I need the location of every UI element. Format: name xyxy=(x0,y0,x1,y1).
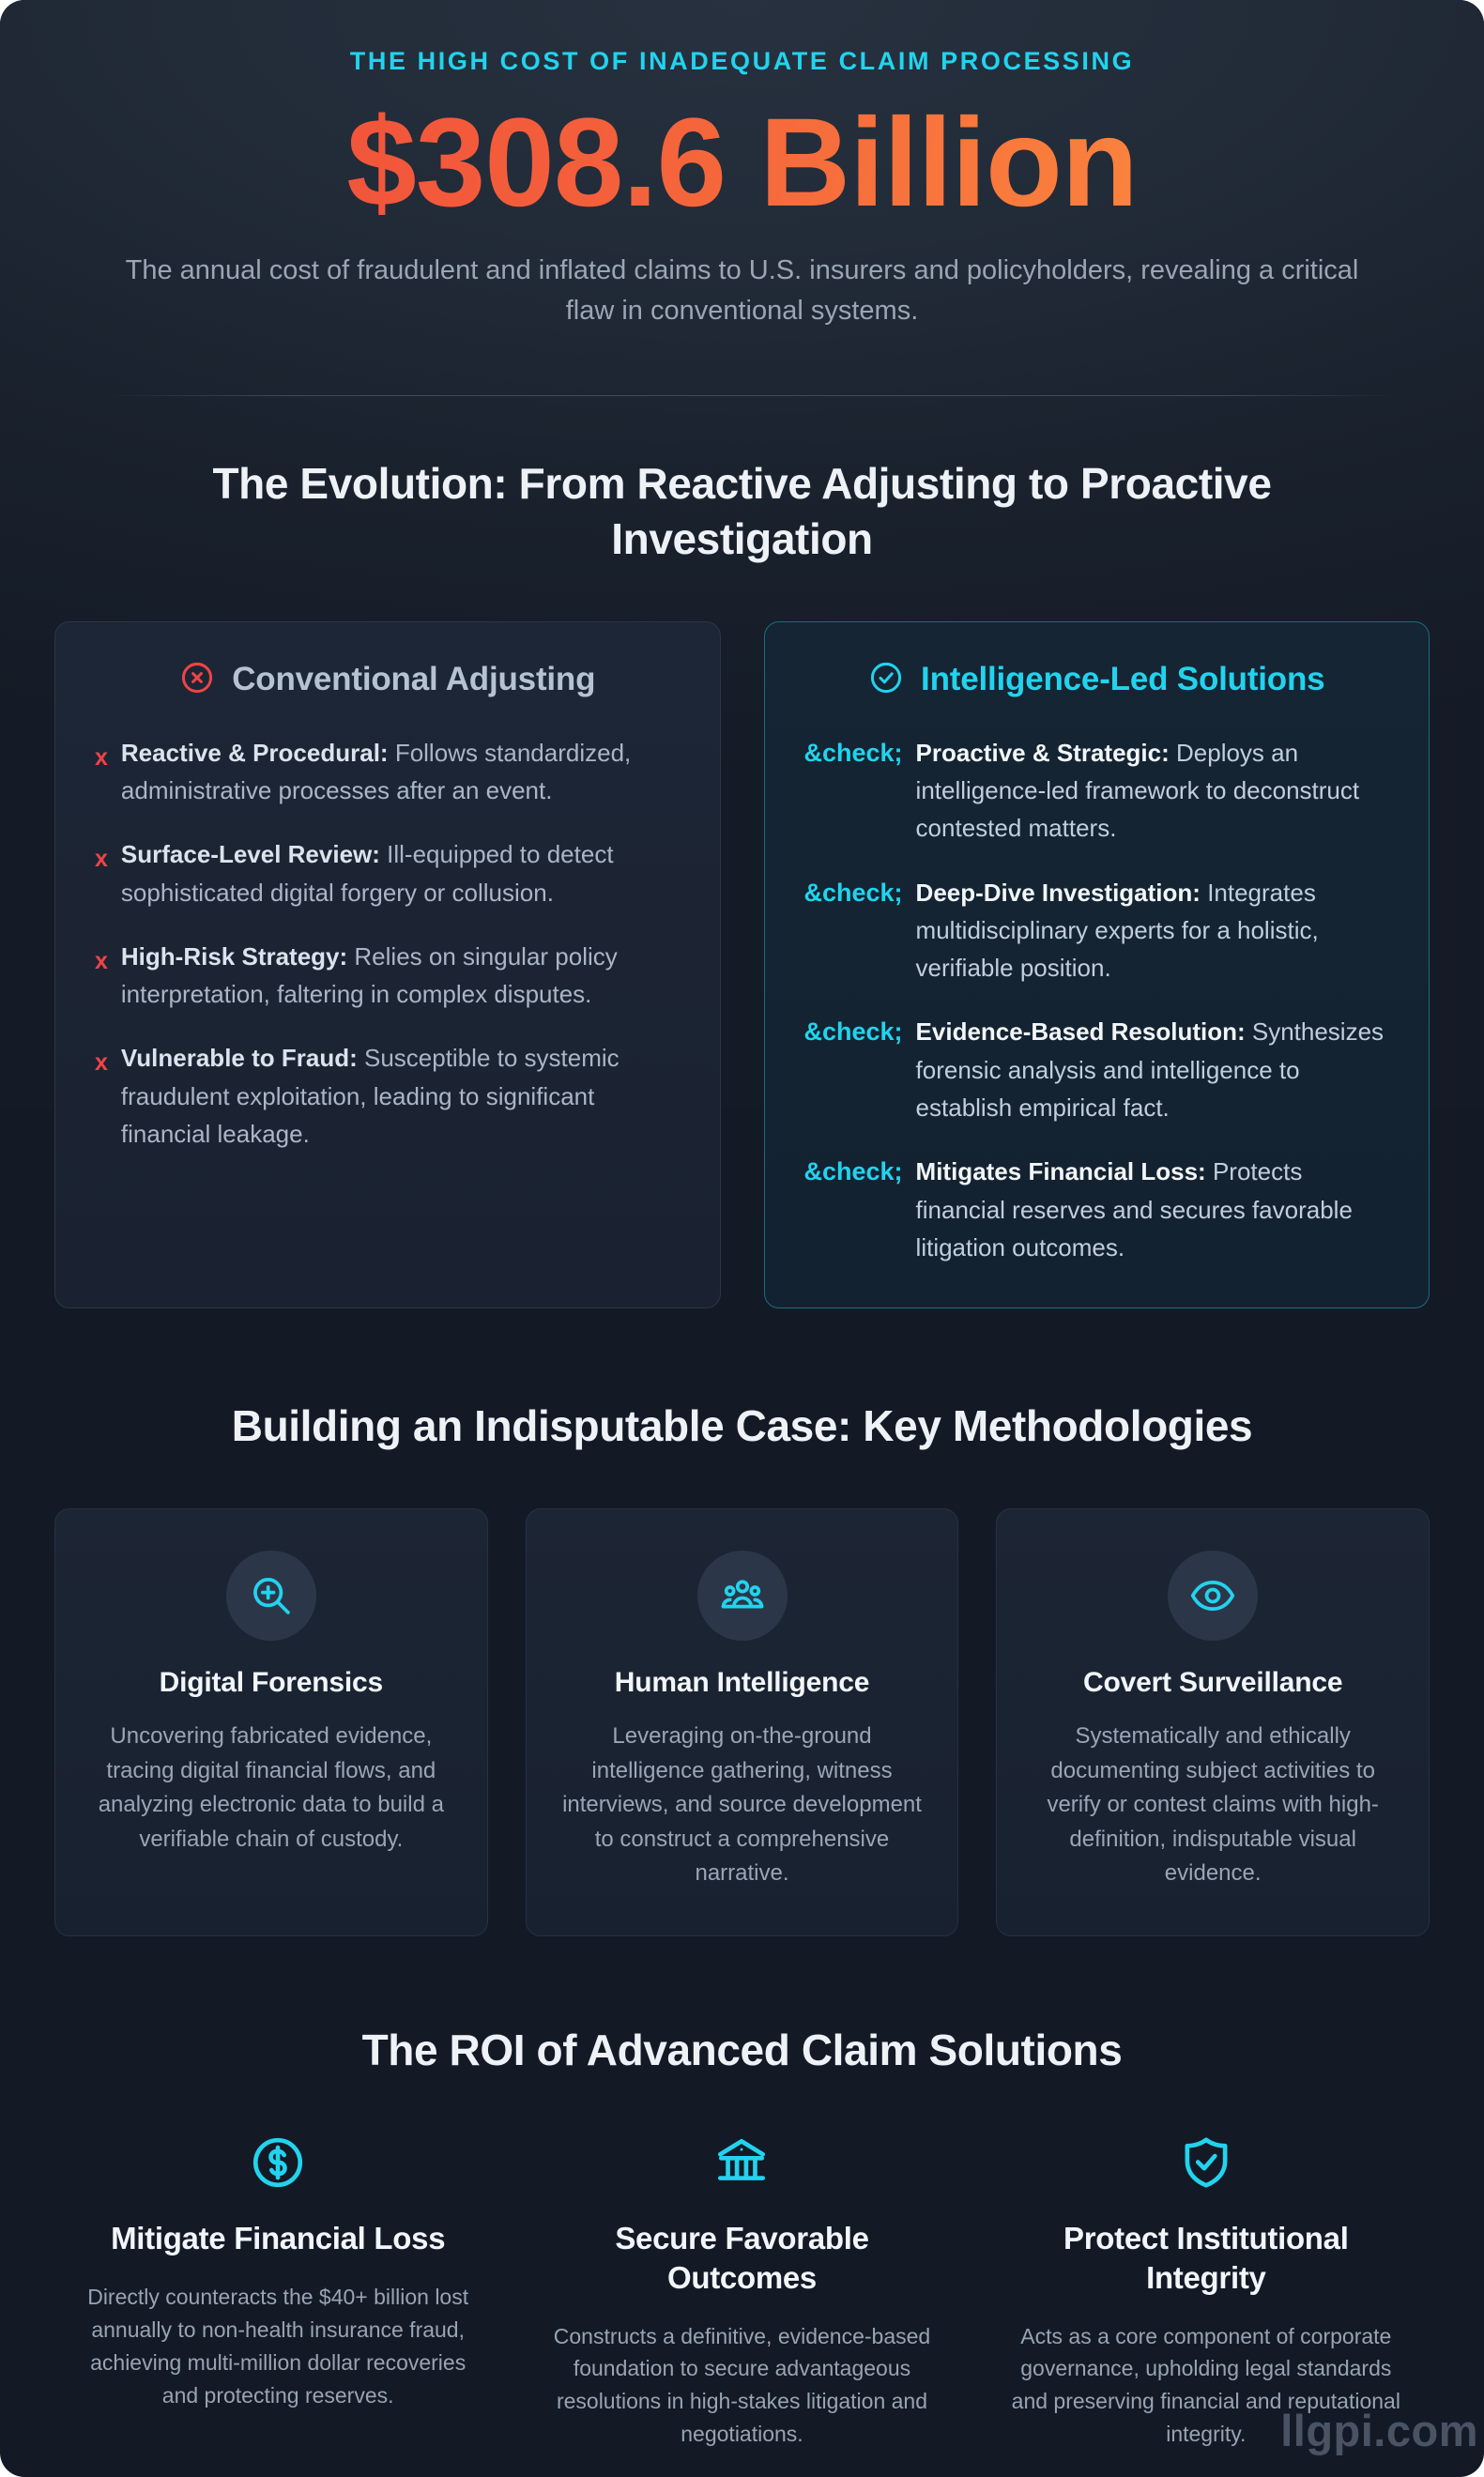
list-item: x Vulnerable to Fraud: Susceptible to sy… xyxy=(95,1039,681,1153)
people-group-icon xyxy=(696,1551,788,1642)
methodology-card-description: Leveraging on-the-ground intelligence ga… xyxy=(562,1723,922,1886)
evolution-section-title: The Evolution: From Reactive Adjusting t… xyxy=(212,458,1272,563)
methodology-card-title: Covert Surveillance xyxy=(1083,1667,1343,1699)
conventional-card-header: Conventional Adjusting xyxy=(95,660,681,700)
roi-item-description: Constructs a definitive, evidence-based … xyxy=(553,2323,931,2447)
list-item: x High-Risk Strategy: Relies on singular… xyxy=(95,938,681,1014)
methodology-card-title: Human Intelligence xyxy=(614,1667,870,1699)
list-item-detail: Follows standardized, administrative pro… xyxy=(120,738,632,804)
bank-columns-icon xyxy=(710,2131,773,2194)
methodology-card-description: Systematically and ethically documenting… xyxy=(1047,1723,1379,1886)
conventional-adjusting-card: Conventional Adjusting x Reactive & Proc… xyxy=(54,620,721,1309)
hero-divider xyxy=(103,394,1399,396)
list-item-detail: Deploys an intelligence-led framework to… xyxy=(915,738,1360,843)
list-item-detail: Relies on singular policy interpretation… xyxy=(120,941,618,1009)
methodology-card-digital-forensics: Digital Forensics Uncovering fabricated … xyxy=(54,1508,488,1937)
list-item: x Reactive & Procedural: Follows standar… xyxy=(95,734,681,810)
roi-item-title: Protect Institutional Integrity xyxy=(1063,2221,1349,2295)
list-item-detail: Protects financial reserves and secures … xyxy=(915,1157,1353,1261)
list-item-term: High-Risk Strategy: xyxy=(120,941,348,971)
check-circle-icon xyxy=(868,660,904,700)
conventional-card-title: Conventional Adjusting xyxy=(232,661,596,698)
list-item-term: Reactive & Procedural: xyxy=(120,738,389,767)
x-marker-icon: x xyxy=(95,947,108,974)
methodology-card-covert-surveillance: Covert Surveillance Systematically and e… xyxy=(996,1508,1430,1937)
check-marker-icon: &check; xyxy=(803,738,903,767)
check-marker-icon: &check; xyxy=(803,878,903,907)
list-item-term: Mitigates Financial Loss: xyxy=(915,1157,1206,1186)
x-marker-icon: x xyxy=(95,1049,108,1077)
methodology-card-title: Digital Forensics xyxy=(159,1667,384,1699)
hero-stat: $308.6 Billion xyxy=(103,97,1381,230)
roi-section-title: The ROI of Advanced Claim Solutions xyxy=(361,2026,1123,2075)
magnifier-crosshair-icon xyxy=(225,1551,316,1642)
comparison-row: Conventional Adjusting x Reactive & Proc… xyxy=(0,620,1484,1309)
x-circle-icon xyxy=(179,660,215,700)
dollar-circle-icon xyxy=(246,2131,310,2194)
intelligence-list: &check; Proactive & Strategic: Deploys a… xyxy=(804,734,1390,1267)
methodology-card-human-intelligence: Human Intelligence Leveraging on-the-gro… xyxy=(525,1508,959,1937)
list-item-term: Vulnerable to Fraud: xyxy=(120,1044,358,1073)
hero-eyebrow: THE HIGH COST OF INADEQUATE CLAIM PROCES… xyxy=(349,47,1135,75)
hero-subtitle: The annual cost of fraudulent and inflat… xyxy=(125,255,1359,327)
conventional-list: x Reactive & Procedural: Follows standar… xyxy=(95,734,681,1154)
list-item-detail: Ill-equipped to detect sophisticated dig… xyxy=(120,840,614,907)
roi-item-protect-institutional-integrity: Protect Institutional Integrity Acts as … xyxy=(983,2131,1430,2451)
check-marker-icon: &check; xyxy=(803,1017,903,1047)
list-item-term: Evidence-Based Resolution: xyxy=(915,1017,1246,1047)
list-item-detail: Synthesizes forensic analysis and intell… xyxy=(915,1017,1385,1123)
intelligence-card-title: Intelligence-Led Solutions xyxy=(921,661,1325,698)
list-item: &check; Proactive & Strategic: Deploys a… xyxy=(804,734,1390,848)
list-item-detail: Integrates multidisciplinary experts for… xyxy=(915,878,1319,983)
shield-check-icon xyxy=(1174,2131,1238,2194)
roi-item-description: Acts as a core component of corporate go… xyxy=(1011,2323,1400,2447)
methodology-card-description: Uncovering fabricated evidence, tracing … xyxy=(98,1723,444,1852)
check-marker-icon: &check; xyxy=(803,1157,903,1186)
roi-item-title: Secure Favorable Outcomes xyxy=(615,2221,869,2295)
roi-row: Mitigate Financial Loss Directly counter… xyxy=(0,2131,1484,2451)
methodologies-section-title: Building an Indisputable Case: Key Metho… xyxy=(231,1401,1253,1451)
hero-section: THE HIGH COST OF INADEQUATE CLAIM PROCES… xyxy=(0,0,1484,396)
list-item: &check; Deep-Dive Investigation: Integra… xyxy=(804,874,1390,987)
x-marker-icon: x xyxy=(95,743,108,771)
list-item: x Surface-Level Review: Ill-equipped to … xyxy=(95,835,681,911)
roi-item-mitigate-financial-loss: Mitigate Financial Loss Directly counter… xyxy=(54,2131,501,2411)
list-item-term: Proactive & Strategic: xyxy=(915,738,1170,767)
eye-icon xyxy=(1168,1551,1259,1642)
methodologies-row: Digital Forensics Uncovering fabricated … xyxy=(0,1508,1484,1937)
list-item: &check; Mitigates Financial Loss: Protec… xyxy=(804,1153,1390,1266)
list-item-term: Deep-Dive Investigation: xyxy=(915,878,1201,907)
x-marker-icon: x xyxy=(95,846,108,873)
list-item: &check; Evidence-Based Resolution: Synth… xyxy=(804,1013,1390,1126)
intelligence-led-solutions-card: Intelligence-Led Solutions &check; Proac… xyxy=(763,620,1430,1309)
list-item-term: Surface-Level Review: xyxy=(120,840,380,869)
list-item-detail: Susceptible to systemic fraudulent explo… xyxy=(120,1044,620,1149)
roi-item-secure-favorable-outcomes: Secure Favorable Outcomes Constructs a d… xyxy=(518,2131,965,2451)
roi-item-title: Mitigate Financial Loss xyxy=(111,2221,446,2256)
intelligence-card-header: Intelligence-Led Solutions xyxy=(804,660,1390,700)
roi-item-description: Directly counteracts the $40+ billion lo… xyxy=(87,2284,469,2408)
